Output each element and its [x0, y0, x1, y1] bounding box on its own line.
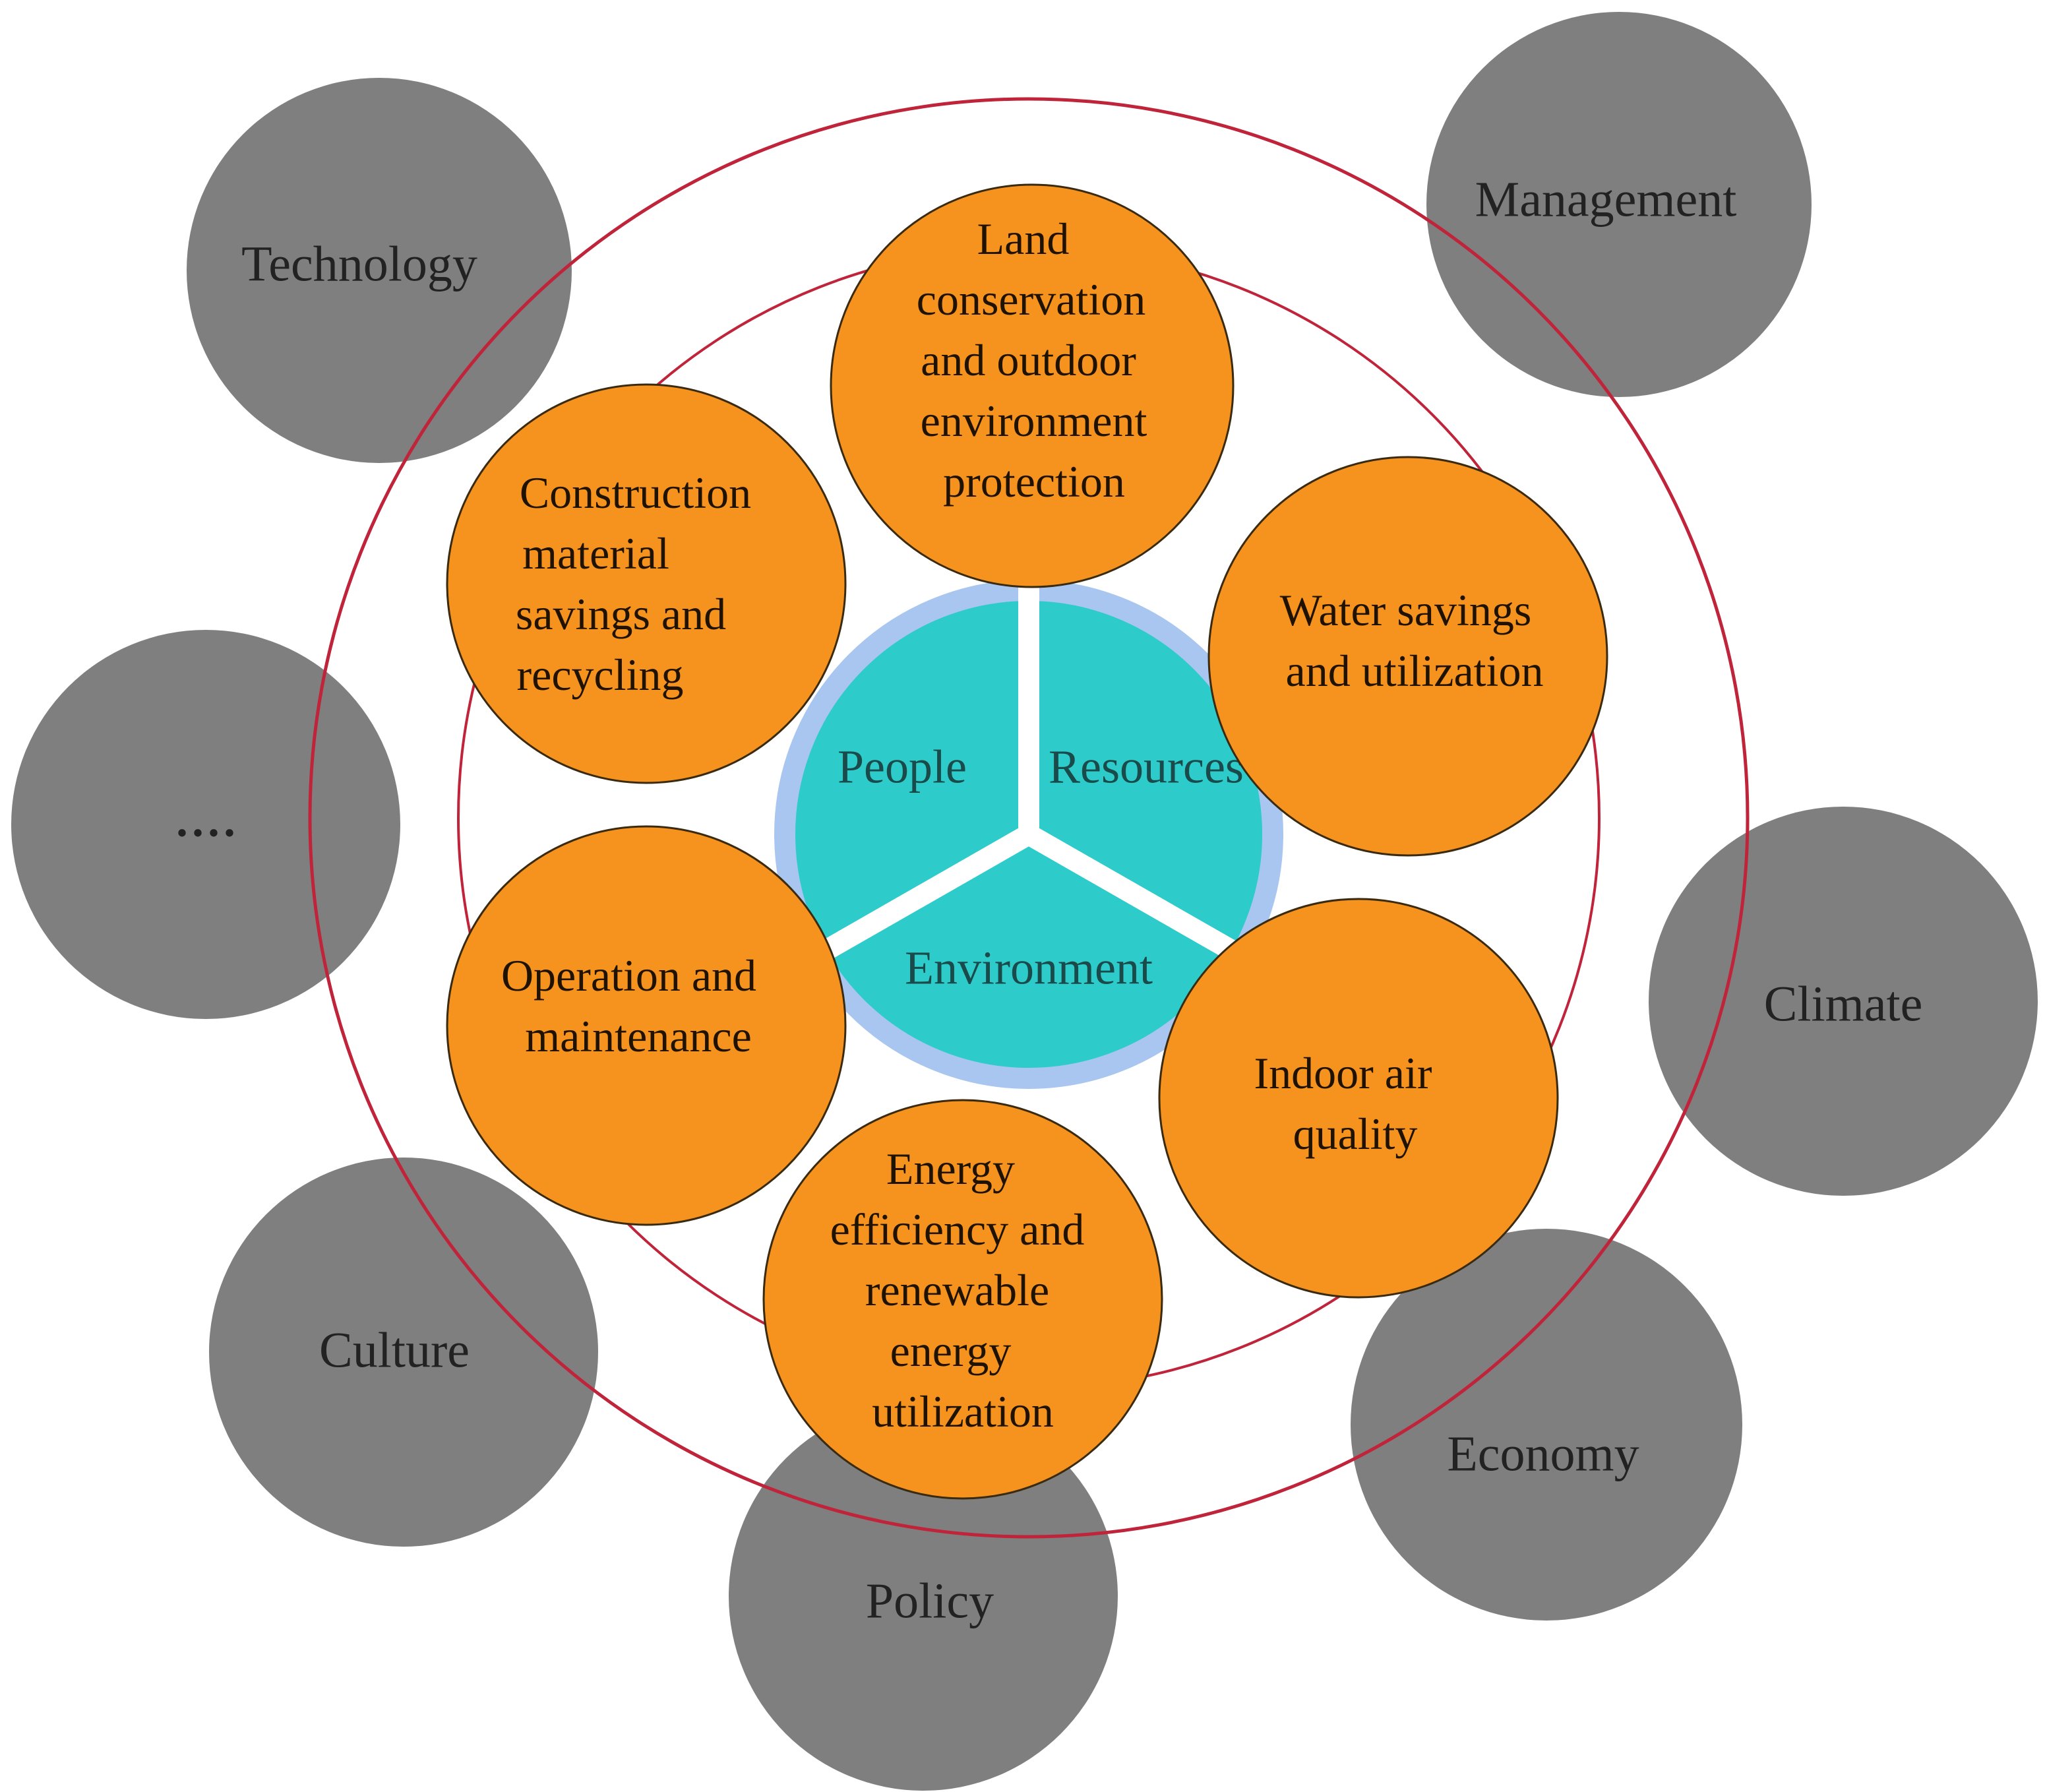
category-land: Land conservation and outdoor environmen… — [830, 183, 1235, 588]
category-label: Energy efficiency and renewable energy u… — [830, 1144, 1096, 1437]
outer-factor-policy: Policy — [729, 1402, 1118, 1791]
outer-factor-technology: Technology — [187, 78, 572, 463]
core-label-resources: Resources — [1049, 741, 1244, 793]
outer-factor-economy: Economy — [1351, 1229, 1742, 1621]
outer-factor-climate: Climate — [1649, 807, 2038, 1196]
outer-ring — [308, 97, 1750, 1539]
outer-factor-ellipsis: .... — [11, 630, 400, 1019]
core-label-people: People — [838, 741, 967, 793]
outer-factor-label: Economy — [1447, 1426, 1639, 1481]
category-label: Construction material savings and recycl… — [516, 468, 762, 700]
category-energy: Energy efficiency and renewable energy u… — [762, 1099, 1163, 1500]
category-label: Water savings and utilization — [1280, 585, 1544, 696]
category-water: Water savings and utilization — [1207, 456, 1608, 857]
category-operation: Operation and maintenance — [446, 825, 847, 1226]
category-label: Land conservation and outdoor environmen… — [917, 214, 1159, 507]
category-label: Indoor air quality — [1254, 1048, 1443, 1159]
category-material: Construction material savings and recycl… — [446, 383, 847, 784]
outer-factor-label: Management — [1475, 171, 1737, 227]
outer-factor-label: Policy — [866, 1573, 994, 1628]
outer-factor-culture: Culture — [209, 1158, 598, 1547]
category-air: Indoor air quality — [1158, 898, 1559, 1299]
core-label-environment: Environment — [905, 942, 1153, 995]
category-label: Operation and maintenance — [501, 950, 768, 1061]
outer-factor-label: .... — [174, 779, 237, 850]
core-circle: People Resources Environment — [774, 580, 1283, 1089]
outer-factor-management: Management — [1426, 12, 1812, 397]
outer-factor-label: Climate — [1764, 976, 1923, 1032]
core-dividers — [805, 580, 1253, 969]
outer-factor-label: Technology — [241, 236, 477, 292]
outer-factor-label: Culture — [319, 1322, 470, 1378]
